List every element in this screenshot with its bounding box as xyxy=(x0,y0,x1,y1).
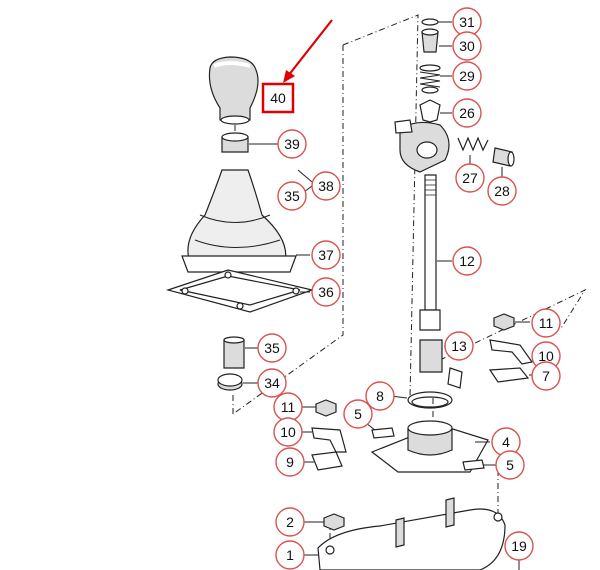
callout-38: 38 xyxy=(311,171,341,201)
callout-36: 36 xyxy=(311,277,341,307)
callout-27: 27 xyxy=(455,163,485,193)
callout-label: 39 xyxy=(284,136,300,152)
callout-9: 9 xyxy=(275,447,305,477)
callout-8: 8 xyxy=(365,381,395,411)
part-4-housing xyxy=(370,420,490,473)
callout-11-left: 11 xyxy=(273,392,303,422)
callout-label: 30 xyxy=(459,38,475,54)
callout-40-label: 40 xyxy=(270,90,286,106)
callout-35-upper: 35 xyxy=(277,181,307,211)
part-2-nut xyxy=(298,513,345,531)
callout-label: 10 xyxy=(538,348,554,364)
callout-label: 11 xyxy=(281,399,296,415)
callout-2: 2 xyxy=(275,507,305,537)
part-11-nut-right xyxy=(493,313,530,331)
callout-40-highlighted: 40 xyxy=(261,82,295,114)
callout-label: 34 xyxy=(264,375,280,391)
part-27-spring-pin xyxy=(457,136,489,165)
callout-label: 37 xyxy=(318,247,334,263)
shift-knob xyxy=(208,56,259,125)
callout-label: 28 xyxy=(494,183,510,199)
part-36-frame xyxy=(165,269,315,313)
callout-label: 2 xyxy=(286,514,294,530)
callout-28: 28 xyxy=(487,176,517,206)
part-34-ring xyxy=(217,373,258,391)
shift-boot xyxy=(181,169,297,273)
callout-label: 29 xyxy=(459,68,475,84)
callout-11-right: 11 xyxy=(531,308,561,338)
callout-29: 29 xyxy=(452,61,482,91)
part-1-base xyxy=(296,497,506,570)
callout-10-left: 10 xyxy=(273,417,303,447)
callout-35-lower: 35 xyxy=(257,333,287,363)
part-5-pin-right xyxy=(462,459,496,471)
callout-26: 26 xyxy=(452,98,482,128)
part-7-plate xyxy=(488,367,532,383)
callout-label: 10 xyxy=(280,424,296,440)
part-39-bushing xyxy=(221,132,278,153)
callout-label: 19 xyxy=(511,538,527,554)
callout-5-left: 5 xyxy=(343,399,373,429)
callout-1: 1 xyxy=(275,540,305,570)
part-10-bracket-left xyxy=(300,427,347,453)
callout-30: 30 xyxy=(452,31,482,61)
callout-34: 34 xyxy=(257,368,287,398)
part-26-lever xyxy=(394,99,452,173)
callout-label: 5 xyxy=(354,406,362,422)
part-13-clamp xyxy=(419,339,463,389)
callout-label: 27 xyxy=(462,170,478,186)
callout-39: 39 xyxy=(277,129,307,159)
part-8-ring xyxy=(390,391,453,409)
part-35-bushing-lower xyxy=(223,336,258,369)
callout-12: 12 xyxy=(452,246,482,276)
red-pointer-arrow xyxy=(283,19,333,83)
callout-label: 5 xyxy=(506,457,514,473)
callout-label: 31 xyxy=(459,14,475,30)
callout-label: 8 xyxy=(376,388,384,404)
callout-label: 36 xyxy=(318,284,334,300)
part-29-spring xyxy=(419,64,452,94)
callout-19: 19 xyxy=(504,531,534,561)
callout-7: 7 xyxy=(531,361,561,391)
callout-label: 1 xyxy=(286,547,294,563)
part-31-ring xyxy=(421,18,452,26)
part-28-cap xyxy=(492,147,515,178)
callout-label: 35 xyxy=(284,188,300,204)
callout-label: 13 xyxy=(451,338,467,354)
callout-label: 26 xyxy=(459,105,475,121)
callout-5-right: 5 xyxy=(495,450,525,480)
part-30-bushing xyxy=(421,28,452,53)
callout-label: 7 xyxy=(542,368,550,384)
part-12-shift-rod xyxy=(419,174,452,331)
callout-label: 11 xyxy=(539,315,554,331)
callout-37: 37 xyxy=(311,240,341,270)
callout-label: 12 xyxy=(459,253,475,269)
part-11-nut-left xyxy=(300,399,337,417)
callout-label: 38 xyxy=(318,178,334,194)
part-9-plate xyxy=(300,451,343,471)
part-10-bracket-right xyxy=(489,339,534,365)
callout-13: 13 xyxy=(444,331,474,361)
callout-label: 4 xyxy=(502,434,510,450)
callout-label: 9 xyxy=(286,454,294,470)
callout-label: 35 xyxy=(264,340,280,356)
